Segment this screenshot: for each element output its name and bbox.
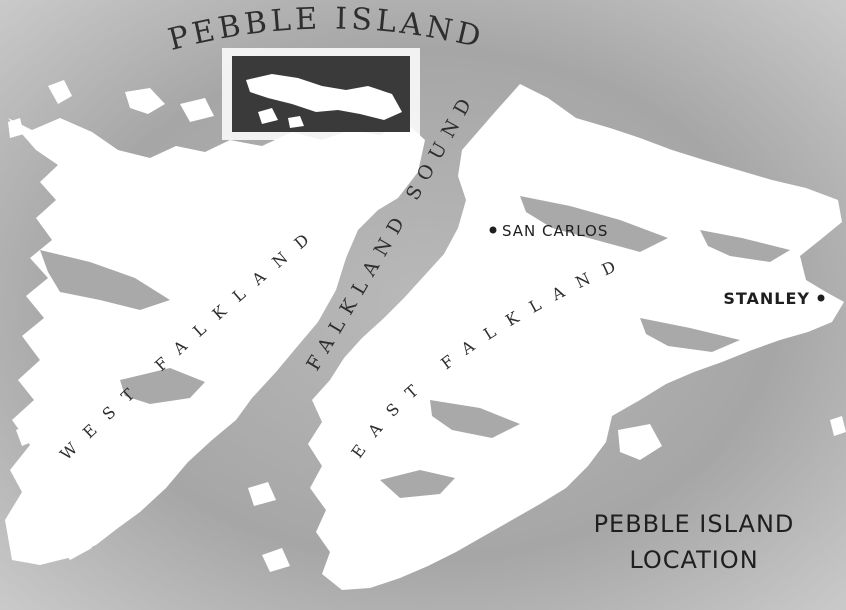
caption-line2: LOCATION [629,546,758,574]
islet [210,376,230,396]
east-falkland-inlet [700,230,790,262]
west-falkland-inlet [120,368,205,404]
pebble-island-inset-islet [258,108,278,124]
islet [180,98,214,122]
san-carlos-marker [489,226,497,234]
pebble-island-inset-shape [246,74,402,120]
islet [618,424,662,460]
stanley-marker [817,294,825,302]
east-falkland-inlet [520,196,668,252]
islet [48,80,72,104]
east-falkland-inlet [640,318,740,352]
islet [748,200,778,224]
east-falkland-landmass [308,84,844,590]
islet [262,548,290,572]
west-falkland-bay [40,250,170,310]
san-carlos-label: SAN CARLOS [502,222,608,240]
east-falkland-inlet [430,400,520,438]
caption-line1: PEBBLE ISLAND [594,510,795,538]
pebble-island-inset-islet [288,116,304,128]
islet [8,118,24,138]
west-falkland-landmass [5,118,425,565]
islet [830,416,846,436]
islet [125,88,165,114]
stanley-label: STANLEY [723,289,810,308]
islet [248,482,276,506]
islet [16,424,36,446]
islet [55,532,92,560]
east-falkland-inlet [380,470,455,498]
